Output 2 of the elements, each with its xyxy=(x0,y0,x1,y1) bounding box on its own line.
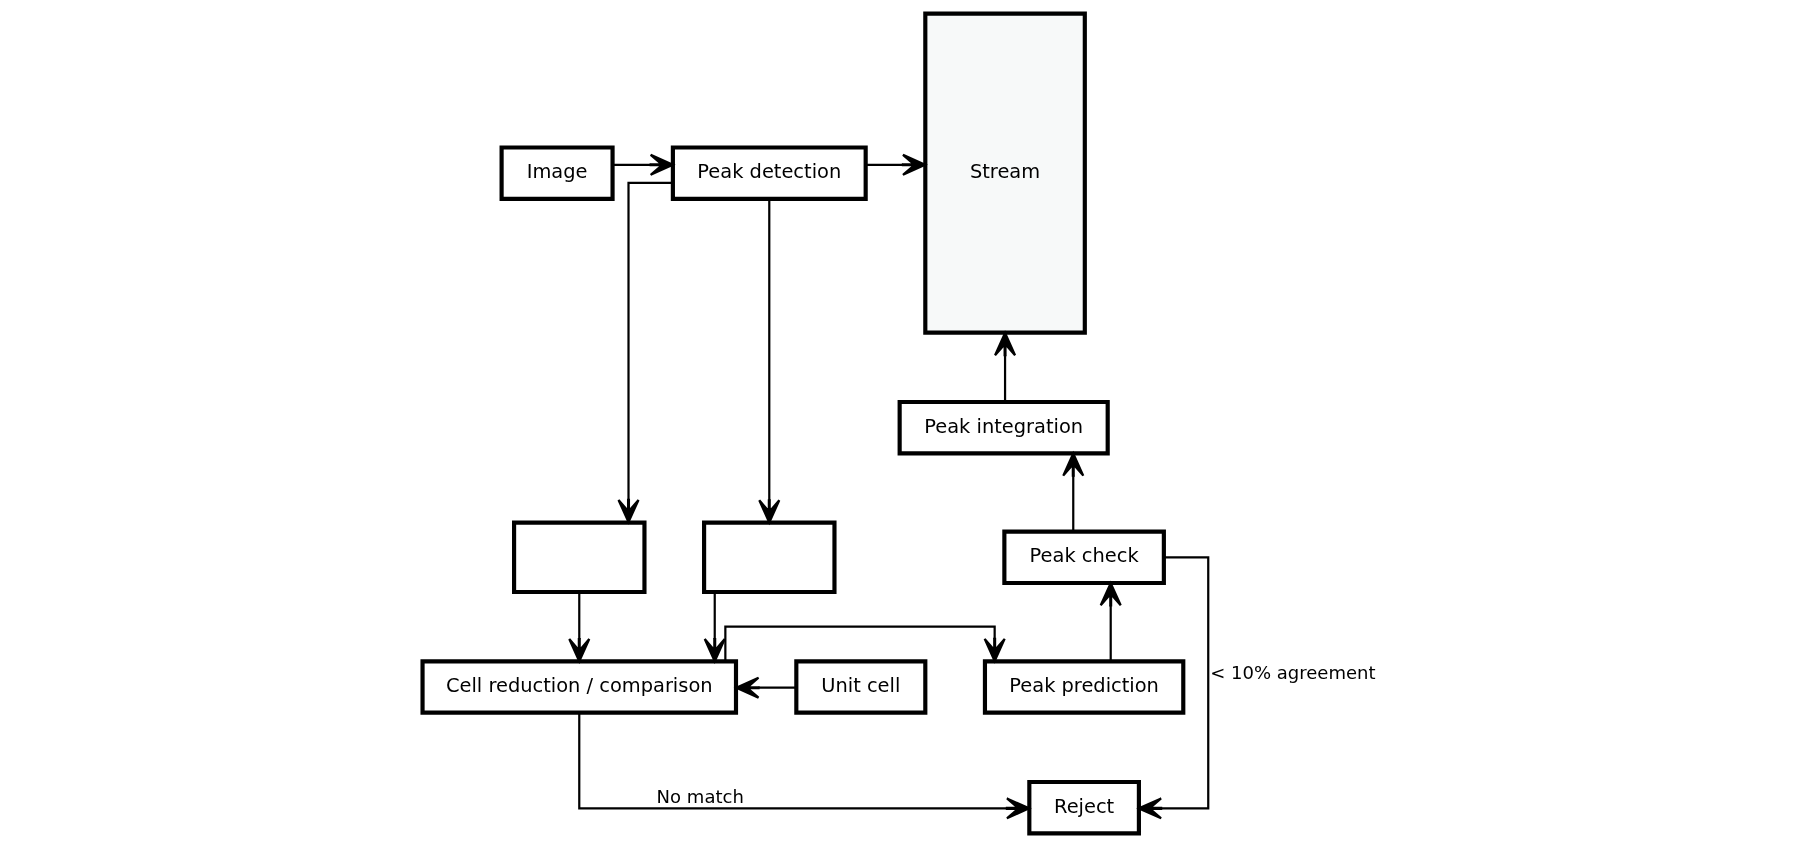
edge-label: < 10% agreement xyxy=(1210,662,1376,684)
edge-label: No match xyxy=(656,786,744,808)
